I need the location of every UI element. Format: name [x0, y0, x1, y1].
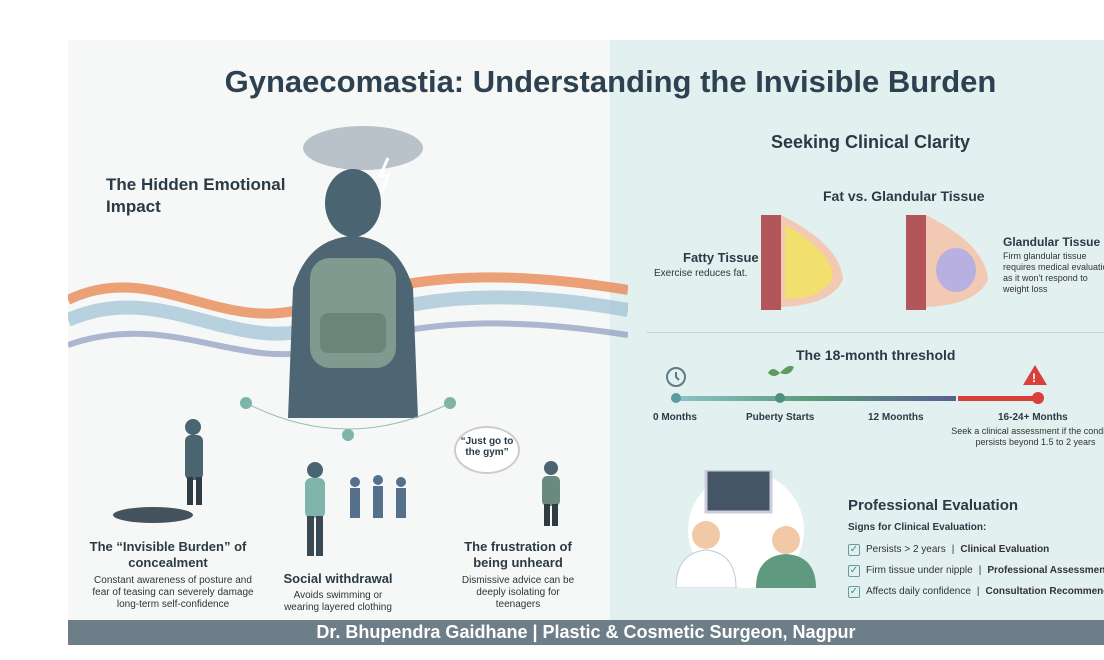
clinical-clarity-heading: Seeking Clinical Clarity	[771, 132, 971, 152]
fat-vs-glandular-title: Fat vs. Glandular Tissue	[823, 188, 985, 204]
concealment-figure-icon	[113, 419, 203, 523]
checklist-item: ✓Firm tissue under nipple|Professional A…	[848, 560, 1104, 581]
footer-credit: Dr. Bhupendra Gaidhane | Plastic & Cosme…	[68, 620, 1104, 645]
professional-evaluation-title: Professional Evaluation	[848, 497, 1019, 514]
timeline-title: The 18-month threshold	[796, 347, 956, 363]
clock-icon	[666, 367, 686, 387]
unheard-title: The frustration of being unheard	[464, 539, 572, 570]
fatty-tissue-title: Fatty Tissue	[683, 250, 759, 265]
timeline-bar: !	[666, 365, 1047, 404]
speech-bubble: “Just go to the gym”	[454, 426, 520, 474]
fatty-tissue-diagram	[761, 215, 843, 310]
divider	[646, 332, 1104, 333]
action-text: Clinical Evaluation	[960, 544, 1050, 555]
checklist-item: ✓Affects daily confidence|Consultation R…	[848, 581, 1104, 602]
checkbox-icon: ✓	[848, 564, 860, 577]
teen-backpack-illustration	[288, 126, 423, 418]
warning-icon	[1023, 365, 1047, 385]
infographic: Gynaecomastia: Understanding the Invisib…	[68, 40, 1104, 645]
checklist-item: ✓Persists > 2 years|Clinical Evaluation	[848, 543, 1050, 556]
concealment-title: The “Invisible Burden” of concealment	[89, 539, 247, 570]
social-withdrawal-figures-icon	[305, 462, 406, 556]
doctor-consultation-illustration	[675, 470, 816, 588]
timeline-puberty: Puberty Starts	[746, 412, 815, 423]
sign-text: Affects daily confidence	[866, 586, 971, 597]
action-text: Consultation Recommended	[985, 586, 1104, 597]
sign-text: Persists > 2 years	[866, 544, 946, 555]
page-title: Gynaecomastia: Understanding the Invisib…	[224, 64, 997, 99]
connector-lines	[240, 397, 456, 441]
sprout-icon	[768, 365, 794, 383]
action-text: Professional Assessment	[987, 565, 1104, 576]
evaluation-checklist: ✓Persists > 2 years|Clinical Evaluation …	[848, 539, 1104, 602]
unheard-teen-figure-icon	[542, 461, 560, 526]
emotional-impact-heading: The Hidden Emotional Impact	[106, 175, 286, 216]
svg-text:!: !	[1032, 371, 1036, 385]
timeline-note: Seek a clinical assessment if the condit…	[951, 426, 1104, 447]
concealment-text: Constant awareness of posture and fear o…	[92, 575, 254, 610]
timeline-12-months: 12 Moonths	[868, 412, 924, 423]
timeline-16-24-months: 16-24+ Months	[998, 412, 1068, 423]
unheard-text: Dismissive advice can be deeply isolatin…	[461, 575, 575, 610]
social-withdrawal-text: Avoids swimming or wearing layered cloth…	[284, 590, 392, 613]
fatty-tissue-text: Exercise reduces fat.	[654, 268, 748, 279]
checkbox-icon: ✓	[848, 585, 860, 598]
sign-text: Firm tissue under nipple	[866, 565, 973, 576]
checkbox-icon: ✓	[848, 543, 860, 556]
timeline-0-months: 0 Months	[653, 412, 697, 423]
social-withdrawal-title: Social withdrawal	[283, 571, 393, 586]
evaluation-subtitle: Signs for Clinical Evaluation:	[848, 522, 987, 533]
glandular-tissue-text: Firm glandular tissue requires medical e…	[1003, 251, 1104, 294]
glandular-tissue-title: Glandular Tissue	[1003, 235, 1101, 249]
glandular-tissue-diagram	[906, 215, 988, 310]
